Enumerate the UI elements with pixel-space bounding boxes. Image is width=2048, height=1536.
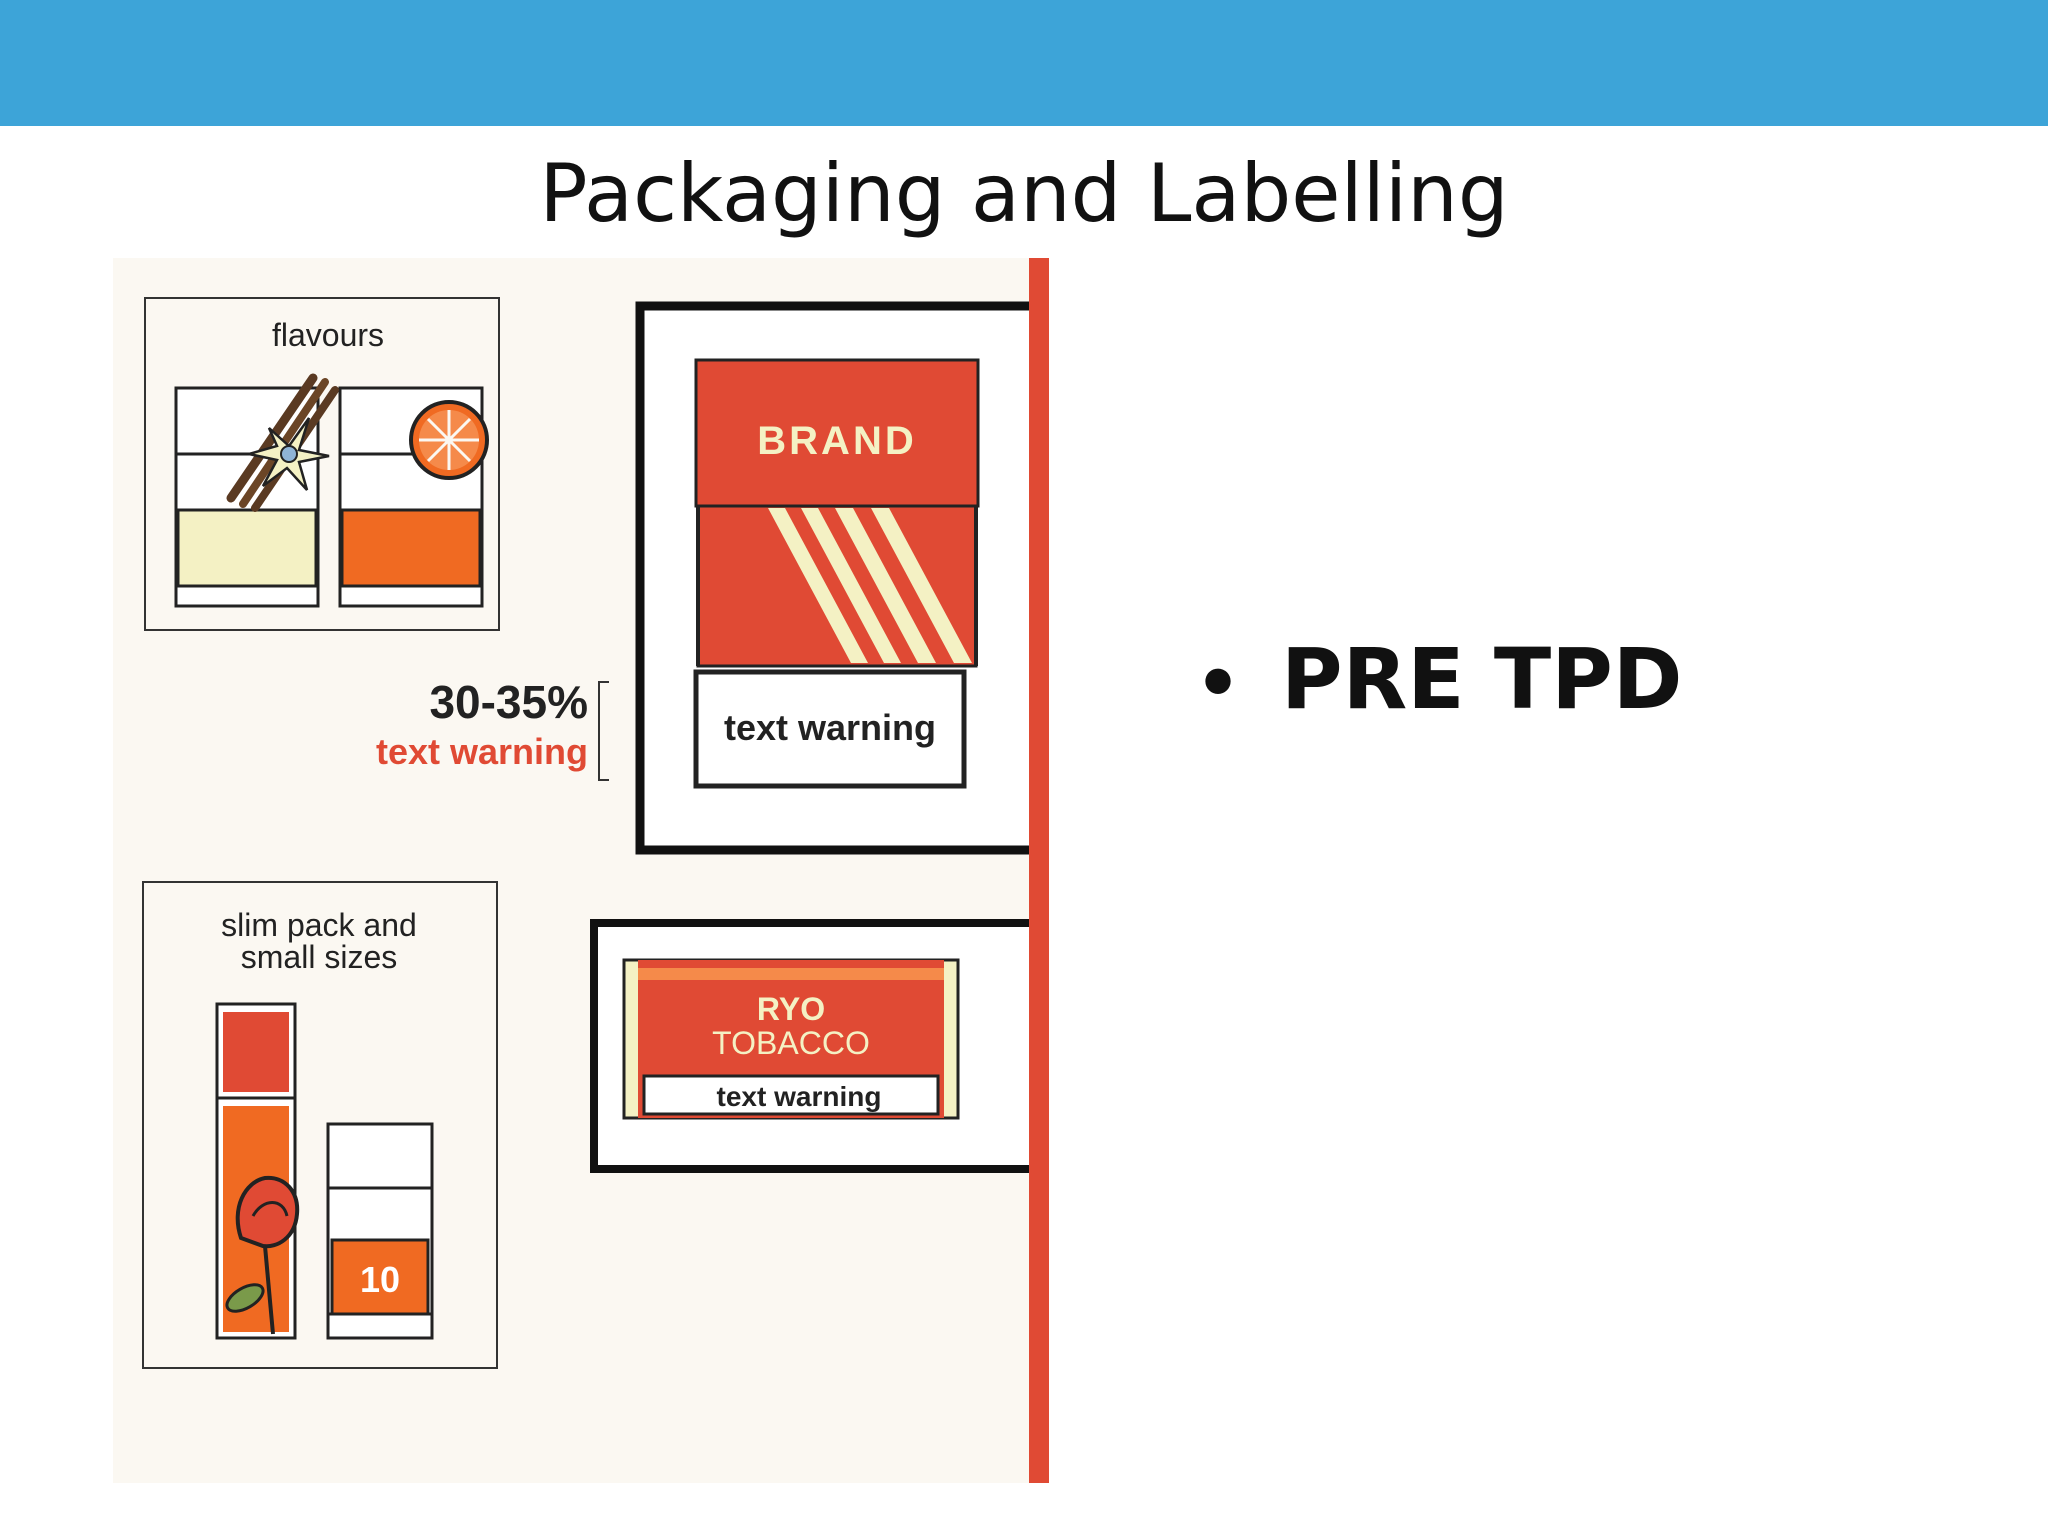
flavours-panel: flavours [144, 297, 500, 631]
ryo-warning: text warning [717, 1081, 882, 1112]
orange-slice-icon [409, 400, 489, 480]
slim-label-line2: small sizes [241, 939, 397, 975]
header-bar [0, 0, 2048, 126]
ryo-line1: RYO [757, 991, 825, 1027]
warning-caption: text warning [376, 731, 588, 772]
slim-label-line1: slim pack and [221, 907, 417, 943]
slim-pack-panel: slim pack and small sizes 10 [142, 881, 498, 1369]
flavours-label: flavours [272, 317, 384, 353]
packaging-illustration: flavours [113, 258, 1045, 1483]
small-pack-count: 10 [360, 1259, 400, 1300]
pack-brand: BRAND [757, 419, 916, 463]
bullet-text: PRE TPD [1281, 630, 1683, 728]
divider-line [1029, 258, 1049, 1483]
warning-percent: 30-35% [429, 676, 588, 728]
slide-title: Packaging and Labelling [539, 147, 1509, 240]
rose-icon [225, 1175, 300, 1335]
standard-pack-frame: BRAND text warning [635, 301, 1045, 855]
vanilla-flower-icon [226, 373, 339, 512]
warning-size-annotation: 30-35% text warning [376, 676, 609, 781]
ryo-line2: TOBACCO [712, 1025, 870, 1061]
cigarette-pack: BRAND text warning [693, 358, 980, 789]
orange-pack [338, 386, 484, 608]
pack-warning: text warning [724, 707, 936, 748]
bullet-item: • PRE TPD [1195, 630, 1683, 728]
ryo-pack-frame: RYO TOBACCO text warning [590, 919, 1044, 1173]
bullet-marker: • [1195, 641, 1242, 725]
ryo-pouch: RYO TOBACCO text warning [622, 958, 960, 1120]
small-pack: 10 [326, 1122, 434, 1340]
